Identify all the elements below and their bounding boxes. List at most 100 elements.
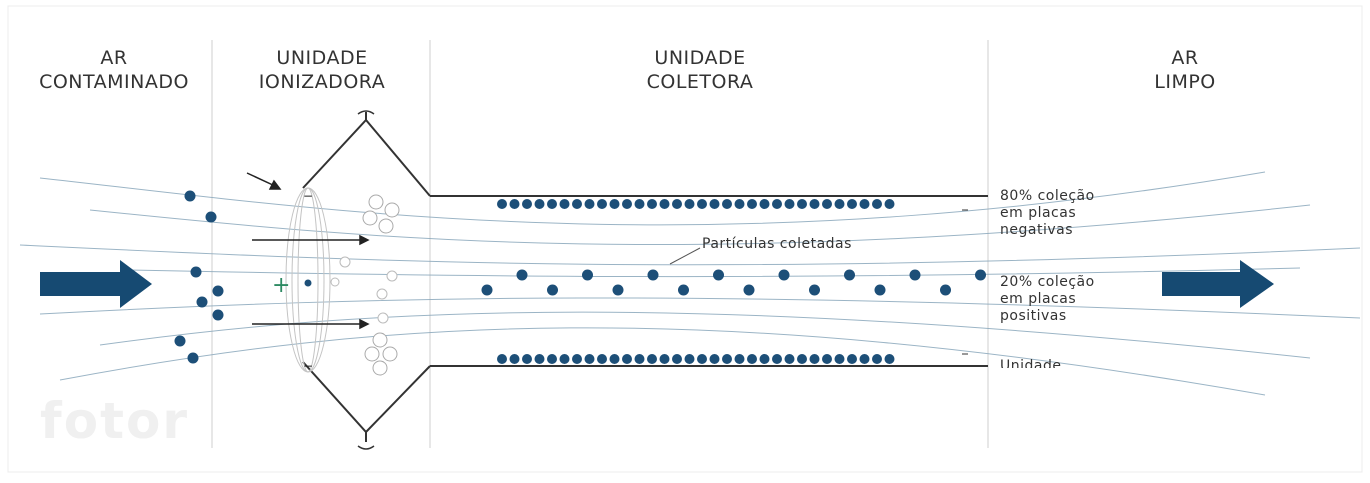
collected-particle — [522, 354, 532, 364]
collected-particle — [534, 354, 545, 364]
collected-particle — [547, 354, 557, 364]
collected-particle — [672, 354, 682, 364]
collected-particle — [659, 354, 670, 364]
header-line: LIMPO — [1154, 71, 1216, 93]
diagram-frame — [7, 5, 1363, 473]
collected-particle — [547, 199, 557, 209]
charge-arrows — [246, 172, 370, 330]
collected-particle — [709, 354, 720, 364]
collected-particle — [772, 354, 782, 364]
header-line: COLETORA — [646, 71, 754, 93]
header-unidade-coletora: UNIDADE COLETORA — [600, 46, 800, 94]
particle — [190, 266, 202, 278]
particle — [582, 269, 593, 281]
label-line: em placas — [1000, 205, 1077, 221]
flow-line — [39, 297, 1361, 319]
header-line: UNIDADE — [654, 47, 746, 69]
collected-particle — [534, 199, 545, 209]
collected-particle — [622, 199, 632, 209]
collected-particle — [847, 354, 857, 364]
collected-particle — [634, 199, 645, 209]
field-ellipse — [285, 187, 331, 373]
ion — [372, 332, 388, 348]
ionizer-minus-marks: − − — [303, 189, 313, 373]
particle — [713, 269, 724, 281]
electrode-bottom-cap — [357, 445, 375, 450]
collected-particles-top — [497, 199, 895, 209]
inlet-arrow — [40, 260, 152, 308]
header-line: IONIZADORA — [258, 71, 386, 93]
header-line: CONTAMINADO — [39, 71, 189, 93]
collected-particle — [622, 354, 632, 364]
header-unidade-ionizadora: UNIDADE IONIZADORA — [218, 46, 426, 94]
collected-particle — [672, 199, 682, 209]
particle — [874, 284, 886, 296]
ion — [378, 218, 394, 234]
collected-particle — [497, 354, 507, 364]
flow-line — [89, 204, 1311, 246]
header-line: AR — [1171, 47, 1199, 69]
collected-particle — [597, 199, 607, 209]
collected-particle — [659, 199, 670, 209]
collected-particle — [747, 199, 757, 209]
collected-particle — [722, 354, 732, 364]
ion — [382, 346, 398, 362]
particle — [212, 309, 224, 321]
particle — [516, 269, 528, 281]
particle — [187, 352, 199, 364]
arrow-head — [359, 318, 370, 330]
collected-particle — [834, 199, 845, 209]
collected-particle — [734, 354, 745, 364]
collected-particle — [884, 354, 895, 364]
ion — [384, 202, 400, 218]
section-dividers — [211, 40, 989, 448]
collected-particle — [684, 354, 695, 364]
collected-particle — [859, 354, 870, 364]
collected-particle — [697, 354, 707, 364]
collected-particle — [597, 354, 607, 364]
header-line: AR — [100, 47, 128, 69]
header-line: UNIDADE — [276, 47, 368, 69]
collector-plates — [430, 195, 988, 367]
collected-particle — [709, 199, 720, 209]
label-line: positivas — [1000, 308, 1067, 324]
collected-particle — [809, 354, 820, 364]
collected-particle — [797, 199, 807, 209]
collected-particle — [834, 354, 845, 364]
electrode-top-cap — [357, 110, 375, 115]
collected-particle — [872, 199, 882, 209]
inlet-particles — [174, 190, 224, 364]
collected-particle — [772, 199, 782, 209]
collected-particle — [647, 199, 657, 209]
electrode-upper — [302, 118, 431, 197]
collected-particle — [522, 199, 532, 209]
header-ar-limpo: AR LIMPO — [1130, 46, 1240, 94]
collected-particle — [822, 354, 832, 364]
collected-particles-bottom — [497, 354, 895, 364]
particle — [678, 284, 689, 296]
collected-particle — [759, 354, 770, 364]
collected-particle — [872, 354, 882, 364]
particle — [975, 269, 986, 281]
watermark: fotor — [40, 392, 190, 450]
collected-particle — [609, 199, 620, 209]
collected-particle — [684, 199, 695, 209]
plus-sign: + — [272, 273, 290, 298]
particle — [547, 284, 558, 296]
ion-singles — [330, 256, 398, 324]
particle — [909, 269, 921, 281]
flow-line — [99, 311, 1311, 359]
ion-cluster-top — [362, 194, 400, 234]
channel-particles — [481, 269, 986, 296]
collected-particle — [747, 354, 757, 364]
charged-particle — [304, 279, 312, 287]
collected-particle — [509, 199, 520, 209]
collected-particle — [884, 199, 895, 209]
particle — [778, 269, 790, 281]
outlet-arrow — [1162, 260, 1274, 308]
ion — [368, 194, 384, 210]
particle — [196, 296, 208, 308]
callout-line — [669, 247, 701, 265]
electrode-lower — [302, 361, 431, 434]
